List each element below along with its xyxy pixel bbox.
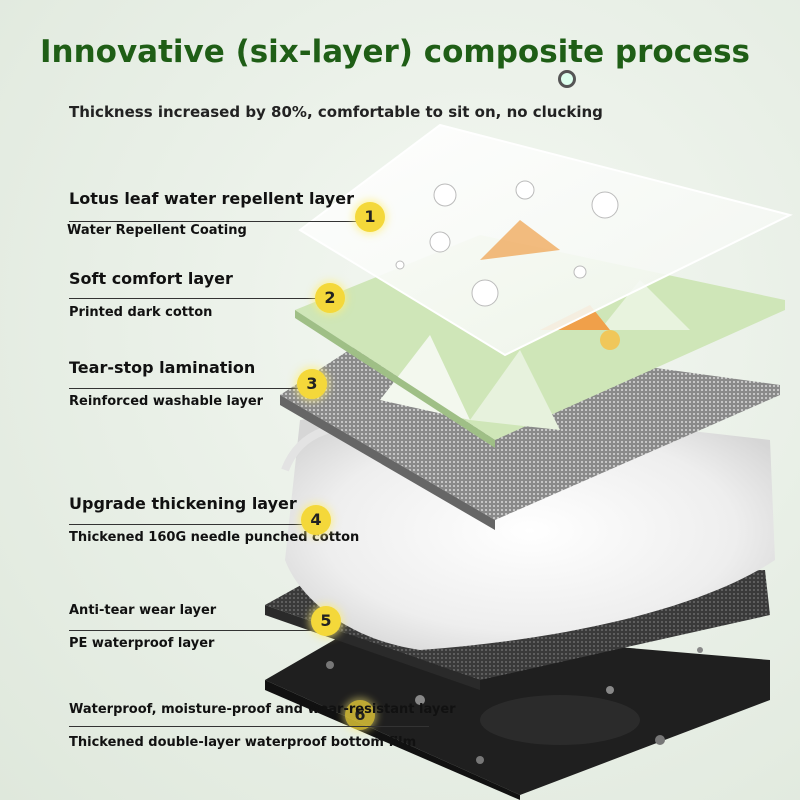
- layer-5-badge: 5: [311, 606, 341, 636]
- layer-3-badge: 3: [297, 369, 327, 399]
- page-subtitle: Thickness increased by 80%, comfortable …: [69, 103, 603, 121]
- layer-2-detail: Printed dark cotton: [69, 305, 213, 320]
- page-title: Innovative (six-layer) composite process: [40, 34, 751, 70]
- layer-2-badge: 2: [315, 283, 345, 313]
- layer-4-badge: 4: [301, 505, 331, 535]
- layer-1-coating: [298, 123, 793, 357]
- layer-3-heading: Tear-stop lamination: [69, 358, 256, 377]
- layer-1-badge: 1: [355, 202, 385, 232]
- layer-6-leader: [69, 726, 429, 727]
- layer-3-leader: [69, 388, 309, 389]
- layer-5-heading: Anti-tear wear layer: [69, 603, 217, 618]
- layer-1-heading: Lotus leaf water repellent layer: [69, 189, 354, 208]
- layer-1-leader: [69, 221, 369, 222]
- layer-6-bottom-film: [265, 625, 770, 800]
- layer-6-heading: Waterproof, moisture-proof and wear-resi…: [69, 702, 456, 717]
- layer-4-detail: Thickened 160G needle punched cotton: [69, 530, 360, 545]
- layer-2-leader: [69, 298, 329, 299]
- water-ring-icon: [558, 70, 576, 88]
- layer-2-heading: Soft comfort layer: [69, 269, 233, 288]
- layer-3-detail: Reinforced washable layer: [69, 394, 264, 409]
- layer-5-leader: [69, 630, 339, 631]
- layer-6-detail: Thickened double-layer waterproof bottom…: [69, 735, 417, 750]
- layer-1-detail: Water Repellent Coating: [67, 223, 247, 238]
- layer-4-heading: Upgrade thickening layer: [69, 494, 297, 513]
- layer-5-detail: PE waterproof layer: [69, 636, 215, 651]
- layer-4-leader: [69, 524, 319, 525]
- layer-6-badge: 6: [345, 700, 375, 730]
